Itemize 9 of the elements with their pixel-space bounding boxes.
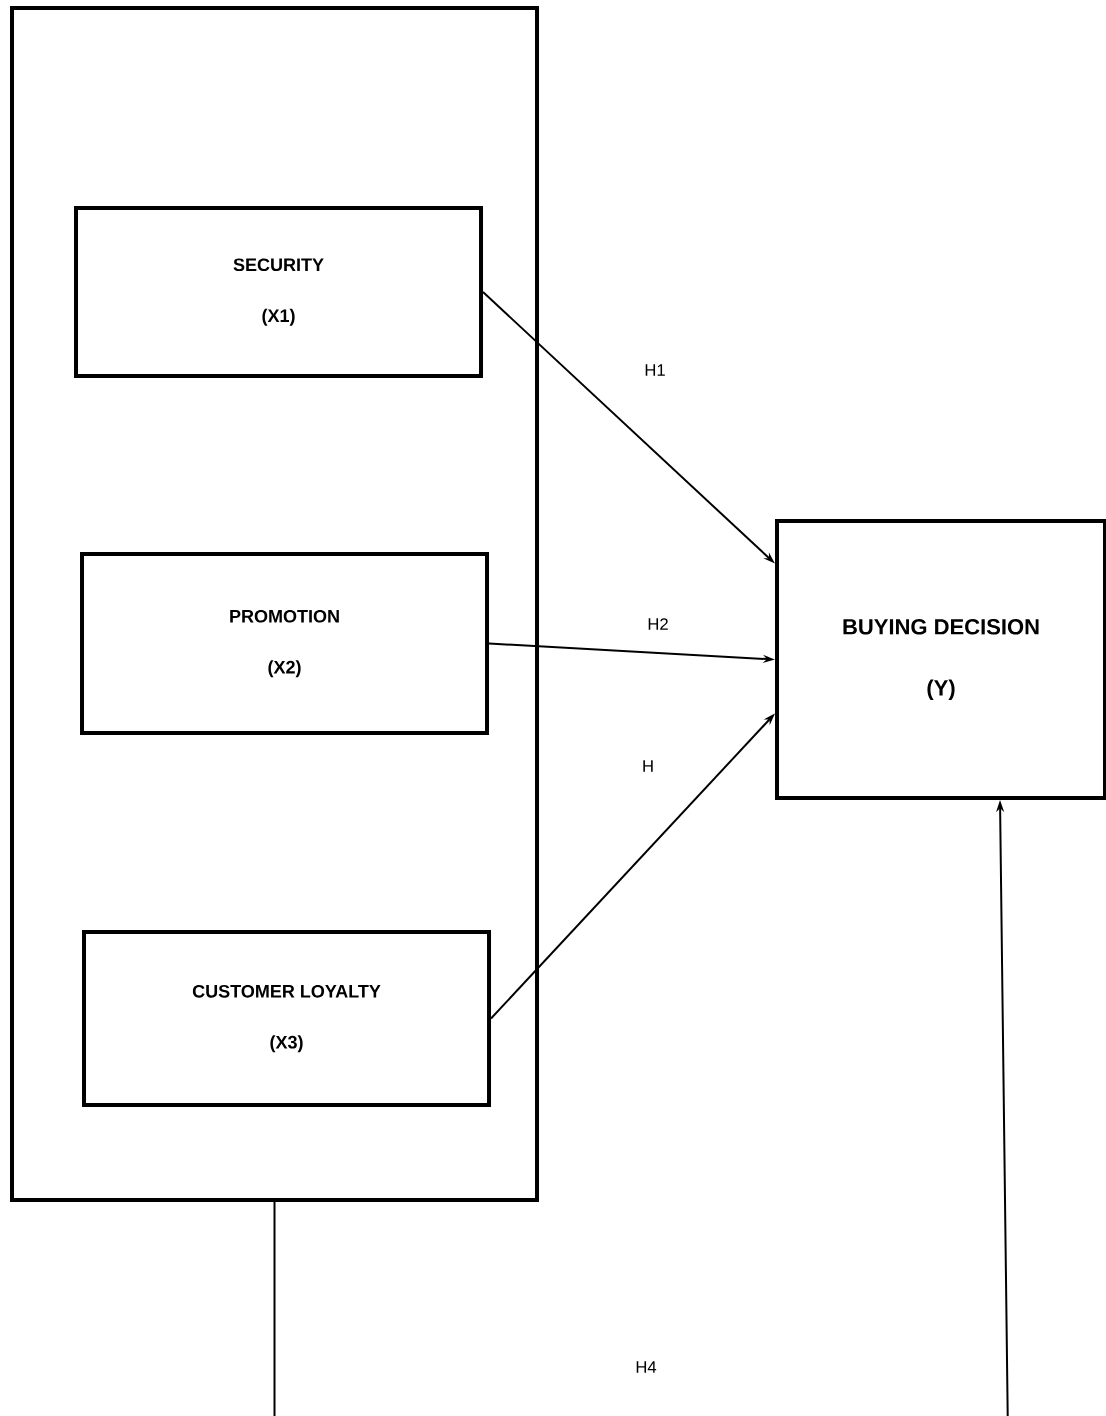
variable-box: CUSTOMER LOYALTY (X3) [82, 930, 491, 1107]
edge-label: H4 [634, 1359, 658, 1375]
edge-label: H2 [646, 616, 670, 632]
edge-label: H1 [643, 362, 667, 378]
variable-box: PROMOTION (X2) [80, 552, 489, 735]
edge-label: H [640, 758, 656, 774]
variable-box: BUYING DECISION (Y) [775, 519, 1106, 800]
variable-box: SECURITY (X1) [74, 206, 483, 378]
group-frame [10, 6, 539, 1202]
